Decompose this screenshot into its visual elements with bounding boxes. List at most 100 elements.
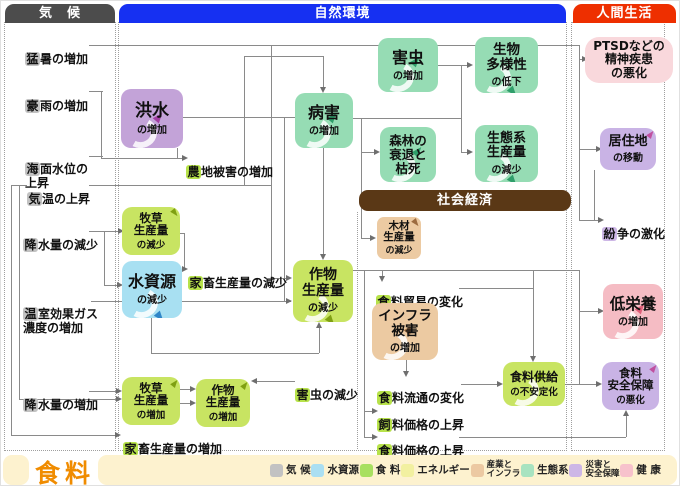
connector	[89, 91, 103, 92]
connector	[11, 185, 27, 186]
arrowhead	[372, 408, 378, 414]
arrowhead	[623, 410, 629, 416]
connector	[180, 233, 184, 234]
climate-chip: 気	[27, 192, 42, 206]
connector	[323, 56, 324, 87]
node-timber-production-decrease: 木材 生産量 の減少	[377, 217, 421, 259]
connector	[151, 353, 319, 354]
arrowhead	[116, 396, 122, 402]
node-water-resource-decrease: 水資源 の減少	[122, 261, 182, 318]
food-chip: 飼	[377, 418, 392, 432]
connector	[364, 437, 373, 438]
title-bullet	[3, 455, 29, 485]
legend-item-health: 健 康	[620, 463, 661, 477]
connector	[271, 278, 286, 279]
arrowhead	[286, 298, 292, 304]
arrowhead	[467, 62, 473, 68]
label-food-price-rise: 食料価格の上昇	[377, 444, 465, 458]
connector	[353, 118, 461, 119]
food-chip: 家	[123, 442, 138, 456]
legend-bar: 気 候 水資源 食 料 エネルギー 産業と インフラ 生態系 災害と 安全保障 …	[98, 455, 677, 485]
node-ecosystem-production-decrease: 生態系 生産量 の減少	[475, 125, 538, 182]
connector	[323, 148, 324, 254]
connector	[361, 152, 375, 153]
arrowhead	[251, 378, 257, 384]
legend-color-chip	[359, 463, 373, 477]
connector	[151, 318, 152, 353]
connector	[180, 389, 192, 390]
connector	[594, 170, 595, 220]
connector	[101, 158, 182, 159]
legend-color-chip	[470, 463, 484, 477]
node-disease-increase: 病害 の増加	[295, 93, 353, 148]
food-chip: 農	[186, 165, 201, 179]
arrowhead	[403, 371, 409, 377]
node-crop-production-increase: 作物 生産量 の増加	[196, 379, 250, 427]
label-livestock-production-increase: 家畜生産量の増加	[123, 442, 223, 456]
connector	[89, 391, 117, 392]
connector	[89, 156, 103, 157]
connector	[257, 381, 295, 382]
connector	[626, 414, 627, 437]
arrowhead	[372, 434, 378, 440]
arrowhead	[379, 276, 385, 282]
label-ghg-increase: 温室効果ガス 濃度の増加	[23, 307, 99, 335]
legend-color-chip	[569, 463, 583, 477]
connector	[183, 117, 295, 118]
climate-chip: 降	[23, 238, 38, 252]
arrowhead	[530, 356, 536, 362]
connector	[271, 45, 272, 278]
connector	[579, 59, 583, 60]
connector	[533, 270, 534, 357]
label-livestock-production-decrease: 家畜生産量の減少	[188, 276, 288, 290]
arrowhead	[598, 308, 604, 314]
label-heavy-rain-increase: 豪雨の増加	[25, 99, 89, 113]
climate-chip: 温	[23, 307, 38, 321]
food-chip: 害	[295, 388, 310, 402]
economy-header: 社会経済	[359, 190, 571, 211]
connector	[353, 270, 579, 271]
node-residence-relocation: 居住地 の移動	[600, 128, 656, 170]
climate-chip: 豪	[25, 99, 40, 113]
label-heat-increase: 猛暑の増加	[25, 52, 89, 66]
connector	[104, 231, 105, 285]
connector	[461, 65, 468, 66]
connector	[361, 238, 371, 239]
arrowhead	[116, 388, 122, 394]
node-biodiversity-loss: 生物 多様性 の低下	[475, 37, 538, 93]
nature-header: 自然環境	[119, 4, 566, 23]
node-flood-increase: 洪水 の増加	[121, 89, 183, 148]
arrowhead	[182, 155, 188, 161]
connector	[11, 435, 115, 436]
decrease-arrow-icon	[168, 209, 178, 219]
arrowhead	[596, 381, 602, 387]
legend-item-energy: エネルギー	[401, 463, 470, 477]
connector	[91, 301, 284, 302]
node-pest-increase: 害虫 の増加	[378, 38, 438, 92]
food-chip: 食	[377, 444, 392, 458]
arrowhead	[596, 146, 602, 152]
legend-color-chip	[311, 463, 325, 477]
connector	[104, 285, 119, 286]
label-pest-decrease: 害虫の減少	[295, 388, 359, 402]
legend-item-disaster-security: 災害と 安全保障	[569, 461, 619, 479]
label-feed-price-rise: 飼料価格の上昇	[377, 418, 465, 432]
legend-color-chip	[521, 463, 535, 477]
label-precipitation-increase: 降水量の増加	[23, 398, 99, 412]
connector	[461, 65, 462, 152]
node-pasture-production-increase: 牧草 生産量 の増加	[122, 377, 180, 425]
connector	[364, 411, 373, 412]
arrowhead	[117, 282, 123, 288]
climate-chip: 降	[23, 398, 38, 412]
arrowhead	[286, 275, 292, 281]
connector	[461, 152, 468, 153]
label-farmland-damage-increase: 農地被害の増加	[186, 165, 274, 179]
arrowhead	[118, 228, 124, 234]
arrowhead	[316, 322, 322, 328]
connector	[89, 185, 271, 186]
connector	[364, 270, 365, 437]
node-crop-production-decrease: 作物 生産量 の減少	[293, 260, 353, 322]
connector	[579, 220, 599, 221]
connector	[19, 399, 116, 400]
